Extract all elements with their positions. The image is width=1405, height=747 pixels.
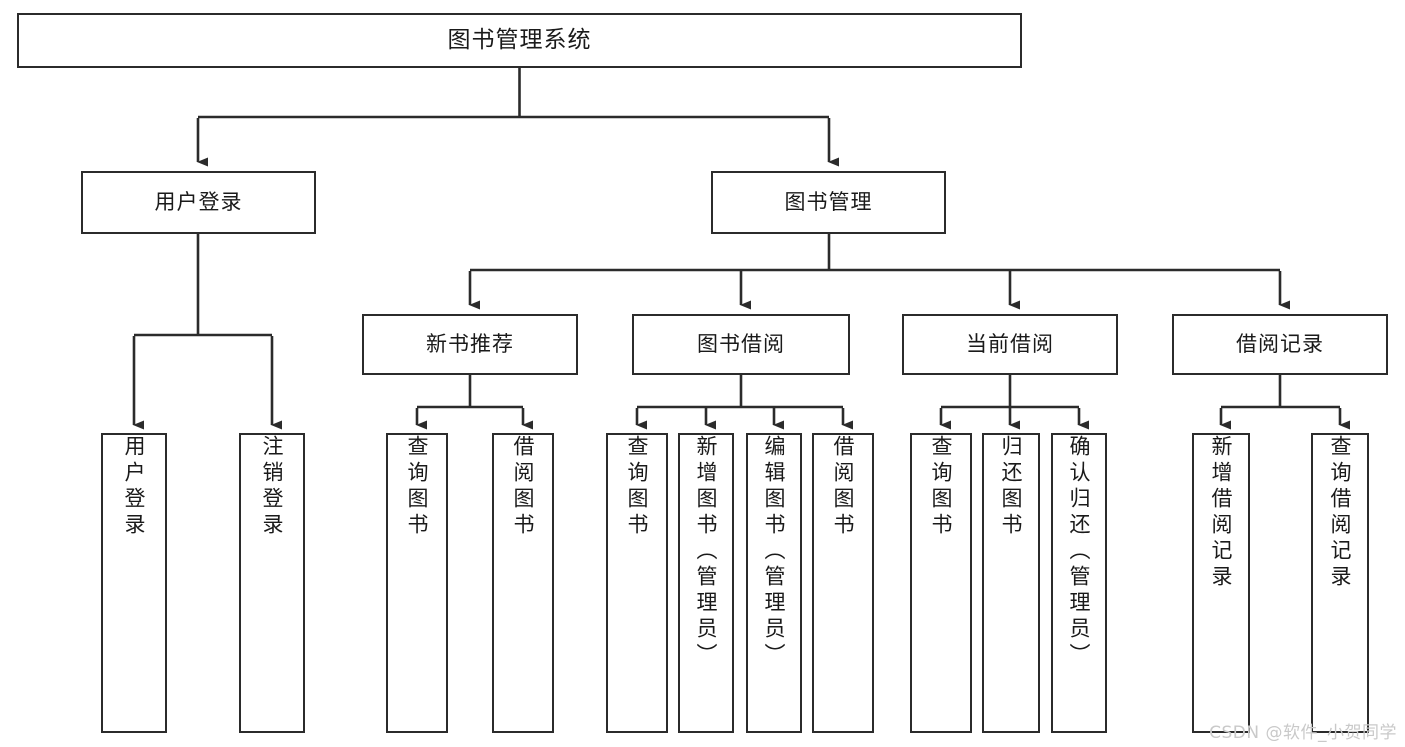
node-current-borrow-label: 当前借阅: [966, 332, 1054, 357]
node-leaf-borrow-book-1-label: 借阅图书: [511, 435, 536, 539]
node-leaf-query-book-1-label: 查询图书: [405, 435, 430, 539]
node-leaf-add-record[interactable]: 新增借阅记录: [1192, 433, 1250, 733]
node-root[interactable]: 图书管理系统: [17, 13, 1022, 68]
node-borrow-record[interactable]: 借阅记录: [1172, 314, 1388, 375]
node-leaf-return-book-label: 归还图书: [999, 435, 1024, 539]
node-leaf-query-book-2-label: 查询图书: [625, 435, 650, 539]
node-leaf-logout-login-label: 注销登录: [260, 435, 285, 539]
node-leaf-add-record-label: 新增借阅记录: [1209, 435, 1234, 591]
node-new-book-recommend[interactable]: 新书推荐: [362, 314, 578, 375]
node-book-manage-label: 图书管理: [784, 190, 873, 215]
node-leaf-add-book[interactable]: 新增图书（管理员）: [678, 433, 734, 733]
node-book-borrow[interactable]: 图书借阅: [632, 314, 850, 375]
node-leaf-edit-book[interactable]: 编辑图书（管理员）: [746, 433, 802, 733]
node-root-label: 图书管理系统: [447, 26, 592, 53]
node-user-login-label: 用户登录: [154, 190, 243, 215]
node-leaf-query-book-3-label: 查询图书: [929, 435, 954, 539]
node-leaf-borrow-book-2-label: 借阅图书: [831, 435, 856, 539]
node-user-login[interactable]: 用户登录: [81, 171, 316, 234]
node-leaf-user-login[interactable]: 用户登录: [101, 433, 167, 733]
node-leaf-user-login-label: 用户登录: [122, 435, 147, 539]
node-leaf-query-book-2[interactable]: 查询图书: [606, 433, 668, 733]
node-current-borrow[interactable]: 当前借阅: [902, 314, 1118, 375]
node-leaf-query-book-1[interactable]: 查询图书: [386, 433, 448, 733]
node-leaf-borrow-book-1[interactable]: 借阅图书: [492, 433, 554, 733]
node-leaf-confirm-return-label: 确认归还（管理员）: [1067, 435, 1092, 669]
node-leaf-query-record-label: 查询借阅记录: [1328, 435, 1353, 591]
node-leaf-borrow-book-2[interactable]: 借阅图书: [812, 433, 874, 733]
node-leaf-edit-book-label: 编辑图书（管理员）: [762, 435, 787, 669]
node-new-book-recommend-label: 新书推荐: [426, 332, 514, 357]
node-leaf-return-book[interactable]: 归还图书: [982, 433, 1040, 733]
csdn-watermark: CSDN @软件_小贺同学: [1209, 723, 1397, 743]
node-leaf-query-record[interactable]: 查询借阅记录: [1311, 433, 1369, 733]
node-book-manage[interactable]: 图书管理: [711, 171, 946, 234]
node-leaf-confirm-return[interactable]: 确认归还（管理员）: [1051, 433, 1107, 733]
node-book-borrow-label: 图书借阅: [697, 332, 785, 357]
node-borrow-record-label: 借阅记录: [1236, 332, 1324, 357]
node-leaf-add-book-label: 新增图书（管理员）: [694, 435, 719, 669]
node-leaf-logout-login[interactable]: 注销登录: [239, 433, 305, 733]
node-leaf-query-book-3[interactable]: 查询图书: [910, 433, 972, 733]
